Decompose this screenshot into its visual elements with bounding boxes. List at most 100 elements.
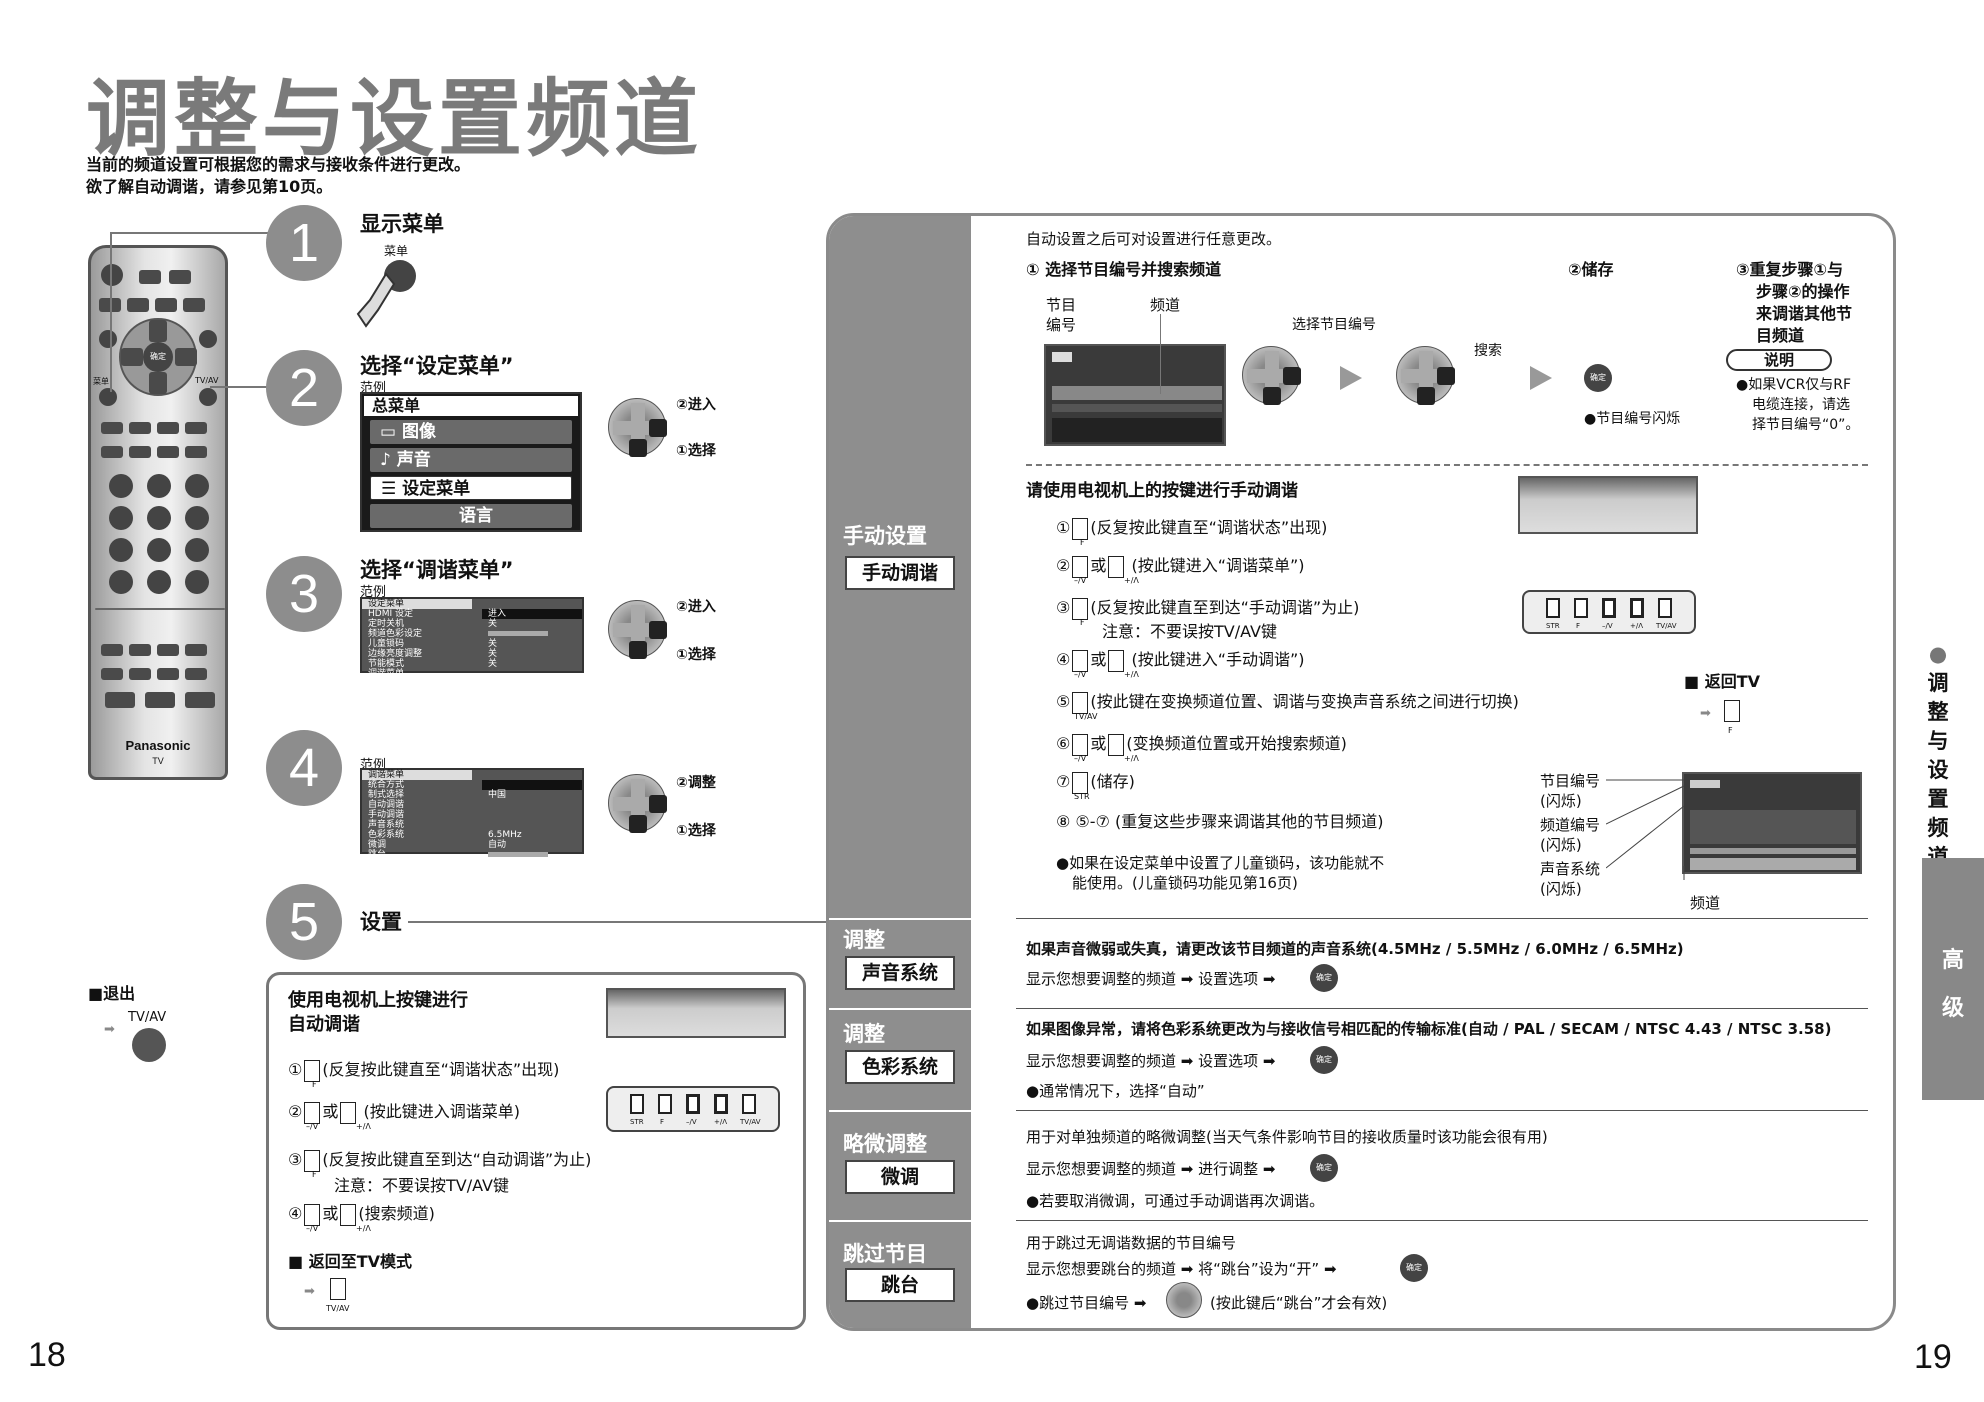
number-key[interactable] bbox=[147, 538, 171, 562]
tv-key[interactable] bbox=[1658, 598, 1672, 618]
sidebar-button-skip[interactable]: 跳台 bbox=[845, 1268, 955, 1302]
arrow-icon: ➡ bbox=[304, 1284, 315, 1299]
power-button[interactable] bbox=[101, 264, 123, 286]
dpad-icon bbox=[1396, 346, 1455, 405]
sidebar-button-sound-system[interactable]: 声音系统 bbox=[845, 956, 955, 990]
return-tv-label: ■ 返回TV bbox=[1684, 672, 1760, 691]
note-line-1: ●如果VCR仅与RF bbox=[1736, 377, 1852, 393]
auto-box-title: 使用电视机上按键进行 bbox=[288, 990, 468, 1011]
menu-item-picture[interactable]: ▭ 图像 bbox=[370, 420, 572, 444]
number-key[interactable] bbox=[109, 506, 133, 530]
tv-key[interactable] bbox=[714, 1094, 728, 1114]
tv-key[interactable] bbox=[1546, 598, 1560, 618]
menu-item-language[interactable]: 语言 bbox=[370, 504, 572, 528]
tv-key[interactable] bbox=[330, 1278, 346, 1300]
down-arrow-icon[interactable] bbox=[149, 372, 167, 394]
number-key[interactable] bbox=[147, 506, 171, 530]
remote-sub: TV bbox=[152, 756, 164, 766]
tv-key[interactable] bbox=[1630, 598, 1644, 618]
number-key[interactable] bbox=[109, 474, 133, 498]
tv-step-5: ⑤(按此键在变换频道位置、调谐与变换声音系统之间进行切换) bbox=[1056, 688, 1519, 714]
tv-key[interactable] bbox=[658, 1094, 672, 1114]
remote-key[interactable] bbox=[129, 668, 151, 680]
color-key[interactable] bbox=[129, 422, 151, 434]
step-1-title: 显示菜单 bbox=[360, 212, 444, 236]
remote-key[interactable] bbox=[101, 668, 123, 680]
remote-key[interactable] bbox=[185, 644, 207, 656]
remote-key[interactable] bbox=[185, 668, 207, 680]
menu-item-sound[interactable]: ♪ 声音 bbox=[370, 448, 572, 472]
color-key[interactable] bbox=[185, 422, 207, 434]
side-tab-advanced[interactable]: 高 级 bbox=[1922, 858, 1984, 1100]
tv-key[interactable] bbox=[630, 1094, 644, 1114]
number-key[interactable] bbox=[147, 570, 171, 594]
menu-item-setup[interactable]: ☰ 设定菜单 bbox=[370, 476, 572, 500]
number-key[interactable] bbox=[185, 506, 209, 530]
remote-key[interactable] bbox=[199, 330, 217, 348]
dpad-icon bbox=[1242, 346, 1301, 405]
ok-button[interactable]: 确定 bbox=[1310, 964, 1338, 992]
tv-key-label: TV/AV bbox=[740, 1118, 761, 1126]
tvav-button[interactable] bbox=[199, 388, 217, 406]
auto-step-3: ③(反复按此键直至到达“自动调谐”为止) bbox=[288, 1146, 591, 1172]
sidebar-section-manual: 手动设置 手动调谐 bbox=[829, 520, 971, 920]
sidebar-divider bbox=[829, 918, 971, 920]
number-key[interactable] bbox=[147, 474, 171, 498]
tv-key[interactable] bbox=[742, 1094, 756, 1114]
tv-key[interactable] bbox=[1602, 598, 1616, 618]
remote-key[interactable] bbox=[157, 446, 179, 458]
remote-key[interactable] bbox=[183, 298, 205, 312]
remote-key[interactable] bbox=[139, 270, 161, 284]
number-key[interactable] bbox=[109, 570, 133, 594]
ok-button[interactable]: 确定 bbox=[1584, 364, 1612, 392]
sidebar-button-color-system[interactable]: 色彩系统 bbox=[845, 1050, 955, 1084]
tv-key[interactable] bbox=[1574, 598, 1588, 618]
plus-key[interactable] bbox=[175, 348, 197, 366]
sidebar-button-manual-tuning[interactable]: 手动调谐 bbox=[845, 556, 955, 590]
ok-button[interactable]: 确定 bbox=[1310, 1046, 1338, 1074]
number-key[interactable] bbox=[185, 570, 209, 594]
sidebar-button-fine-tuning[interactable]: 微调 bbox=[845, 1160, 955, 1194]
remote-key[interactable] bbox=[129, 644, 151, 656]
ok-button[interactable]: 确定 bbox=[1310, 1154, 1338, 1182]
remote-key[interactable] bbox=[127, 298, 149, 312]
ok-button[interactable]: 确定 bbox=[1400, 1254, 1428, 1282]
remote-key[interactable] bbox=[99, 330, 117, 348]
remote-key[interactable] bbox=[157, 668, 179, 680]
number-key[interactable] bbox=[185, 538, 209, 562]
remote-key[interactable] bbox=[169, 270, 191, 284]
remote-key[interactable] bbox=[145, 692, 175, 708]
up-arrow-icon[interactable] bbox=[149, 320, 167, 342]
sidebar-title: 调整 bbox=[843, 1022, 885, 1046]
remote-key[interactable] bbox=[105, 692, 135, 708]
remote-key[interactable] bbox=[101, 644, 123, 656]
color-key[interactable] bbox=[157, 422, 179, 434]
color-key[interactable] bbox=[101, 422, 123, 434]
menu-row: 定时关机 bbox=[368, 619, 405, 629]
remote-key[interactable] bbox=[101, 446, 123, 458]
dpad-icon bbox=[608, 774, 667, 833]
remote-key[interactable] bbox=[155, 298, 177, 312]
remote-key[interactable] bbox=[157, 644, 179, 656]
tvav-button[interactable] bbox=[132, 1028, 166, 1062]
skip-desc: 用于跳过无调谐数据的节目编号 bbox=[1026, 1234, 1237, 1252]
connector-line bbox=[210, 386, 268, 388]
osd-keys-row bbox=[1690, 858, 1856, 870]
arrow-icon: ➡ bbox=[104, 1022, 115, 1037]
tv-key[interactable] bbox=[686, 1094, 700, 1114]
note-line-3: 择节目编号“0”。 bbox=[1752, 417, 1860, 433]
number-key[interactable] bbox=[185, 474, 209, 498]
remote-key[interactable] bbox=[185, 692, 215, 708]
arrow-icon: ➡ bbox=[1700, 706, 1711, 721]
minus-key[interactable] bbox=[121, 348, 143, 366]
remote-key[interactable] bbox=[185, 446, 207, 458]
number-key[interactable] bbox=[109, 538, 133, 562]
menu-button[interactable] bbox=[99, 388, 117, 406]
dashed-divider bbox=[1026, 464, 1868, 466]
ok-button[interactable]: 确定 bbox=[143, 342, 173, 372]
select-label: ①选择 bbox=[676, 823, 716, 839]
remote-key[interactable] bbox=[129, 446, 151, 458]
tv-key[interactable] bbox=[1724, 700, 1740, 722]
